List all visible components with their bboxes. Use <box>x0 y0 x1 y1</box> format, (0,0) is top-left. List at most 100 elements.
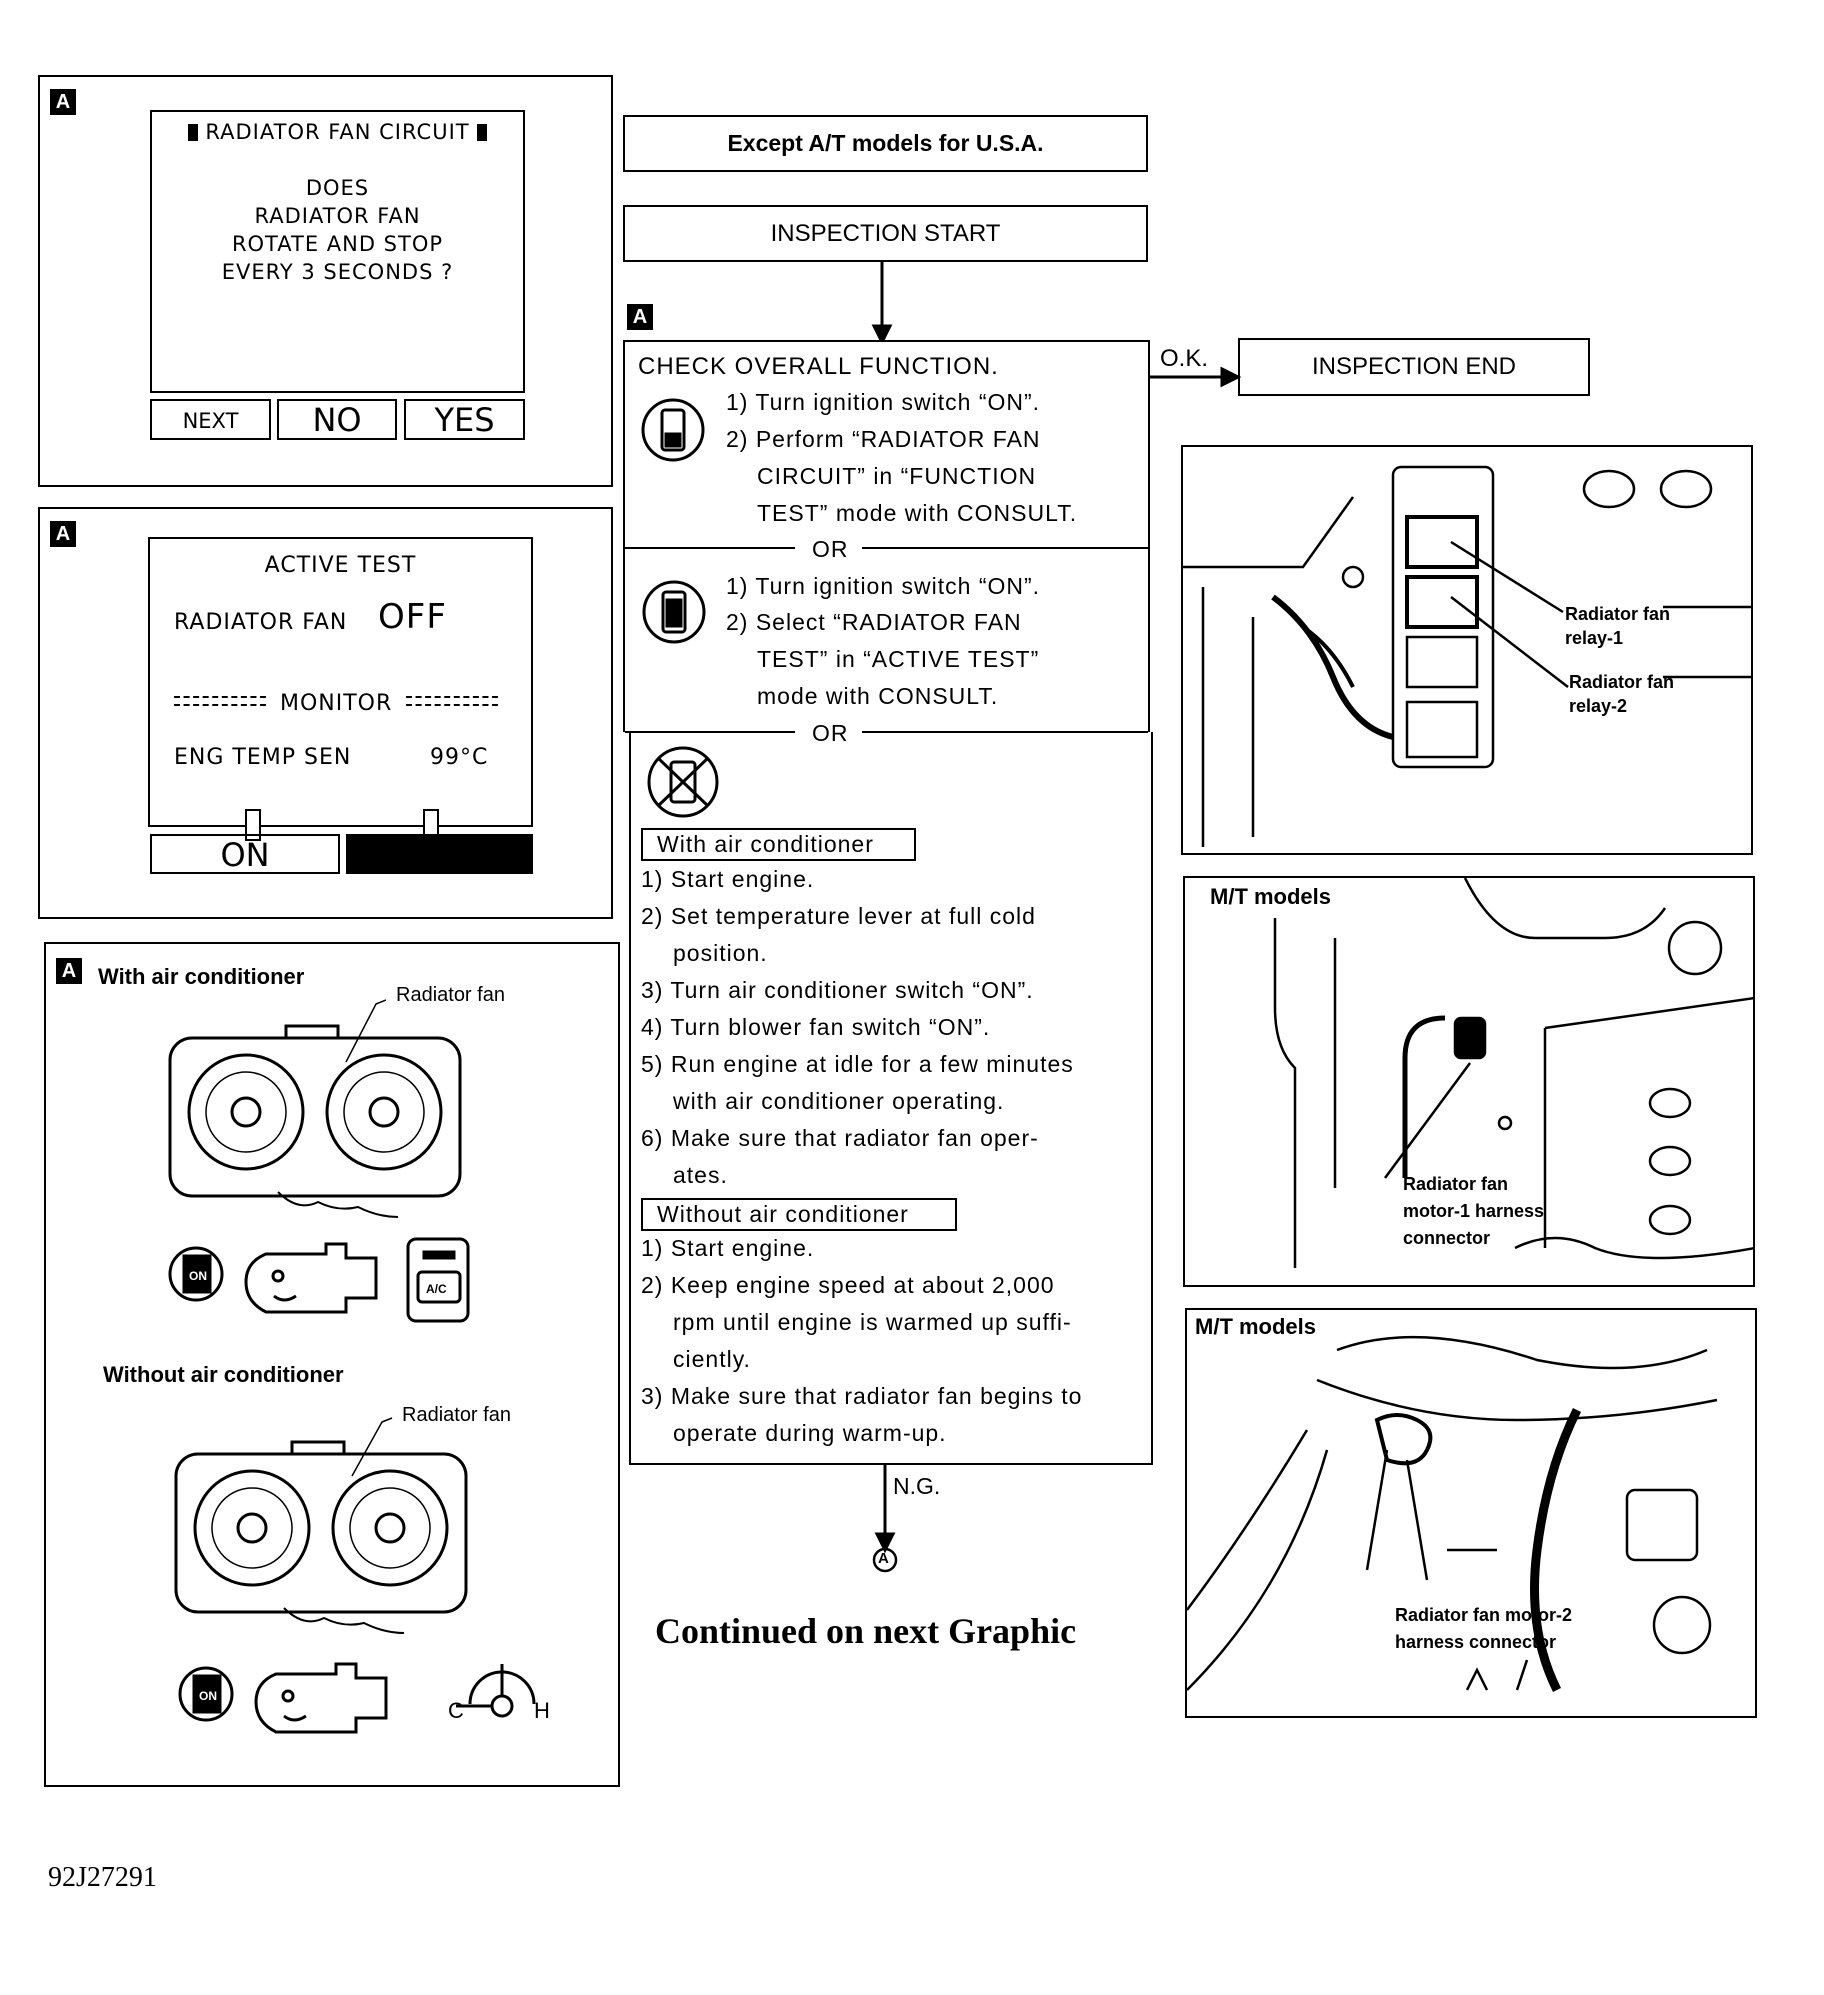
panel-a-badge: A <box>50 89 76 115</box>
without-ac-step: rpm until engine is warmed up suffi- <box>673 1309 1072 1335</box>
motor1-label-line: Radiator fan <box>1403 1174 1509 1194</box>
without-ac-heading: Without air conditioner <box>641 1198 957 1231</box>
section2-line: 1) Turn ignition switch “ON”. <box>726 573 1041 599</box>
relay2-label-line: Radiator fan <box>1569 672 1675 692</box>
section1-line: CIRCUIT” in “FUNCTION <box>757 463 1037 489</box>
with-ac-step: 1) Start engine. <box>641 866 815 892</box>
motor2-label-line: harness connector <box>1395 1632 1557 1652</box>
check-box-frame <box>623 340 1150 732</box>
radiator-fan-icon <box>174 1417 468 1634</box>
yes-button[interactable]: YES <box>404 399 525 440</box>
next-button[interactable]: NEXT <box>150 399 271 440</box>
ng-label: N.G. <box>893 1473 941 1499</box>
with-ac-step: 3) Turn air conditioner switch “ON”. <box>641 977 1034 1003</box>
screen-title: RADIATOR FAN CIRCUIT <box>152 120 523 144</box>
radiator-fan-label: Radiator fan <box>396 984 505 1006</box>
gauge-c-label: C <box>448 1698 464 1723</box>
section1-line: 2) Perform “RADIATOR FAN <box>726 426 1041 452</box>
monitor-label: MONITOR <box>280 691 393 716</box>
off-button[interactable] <box>346 834 533 874</box>
check-box-frame-lower <box>629 732 1153 1465</box>
check-title: CHECK OVERALL FUNCTION. <box>638 353 999 380</box>
eng-temp-value: 99°C <box>430 745 489 770</box>
switch-marker-icon <box>245 809 261 841</box>
with-ac-step: 2) Set temperature lever at full cold <box>641 903 1036 929</box>
flow-a-badge: A <box>627 304 653 330</box>
without-ac-title: Without air conditioner <box>103 1362 344 1387</box>
question-line: DOES <box>305 176 370 200</box>
section2-line: mode with CONSULT. <box>757 683 999 709</box>
with-ac-heading: With air conditioner <box>641 828 916 861</box>
consult-screen: RADIATOR FAN CIRCUIT DOES RADIATOR FAN R… <box>150 110 525 393</box>
or-divider: OR <box>812 536 849 562</box>
fan-illustrations: ON A/C ON <box>168 999 550 1734</box>
motor2-connector-illustration: M/T models Radiator fan motor-2 harness … <box>1185 1308 1757 1718</box>
continued-note: Continued on next Graphic <box>655 1611 1077 1651</box>
connector-a-label: A <box>878 1550 889 1567</box>
section1-line: TEST” mode with CONSULT. <box>757 500 1078 526</box>
motor2-label-line: Radiator fan motor-2 <box>1395 1605 1573 1625</box>
eng-temp-label: ENG TEMP SEN <box>174 745 352 770</box>
inspection-start-box: INSPECTION START <box>623 205 1148 262</box>
mt-models-title: M/T models <box>1210 884 1332 909</box>
on-button[interactable]: ON <box>150 834 340 874</box>
ok-label: O.K. <box>1160 345 1209 372</box>
relay1-label-line: relay-1 <box>1565 628 1624 648</box>
consult-screen-panel-1: A RADIATOR FAN CIRCUIT DOES RADIATOR FAN… <box>38 75 613 487</box>
inspection-end-box: INSPECTION END <box>1238 338 1590 396</box>
or-divider: OR <box>812 720 849 746</box>
no-button[interactable]: NO <box>277 399 397 440</box>
with-ac-step: 5) Run engine at idle for a few minutes <box>641 1051 1074 1077</box>
without-ac-step: ciently. <box>673 1346 751 1372</box>
engine-icon <box>244 1242 378 1314</box>
model-scope-header: Except A/T models for U.S.A. <box>623 115 1148 172</box>
question-line: RADIATOR FAN <box>254 204 421 228</box>
panel-a-badge: A <box>56 958 82 984</box>
without-ac-step: 1) Start engine. <box>641 1235 815 1261</box>
without-ac-step: 3) Make sure that radiator fan begins to <box>641 1383 1083 1409</box>
panel-a-badge: A <box>50 521 76 547</box>
key-on-text: ON <box>199 1689 217 1703</box>
active-test-title: ACTIVE TEST <box>264 553 417 578</box>
ignition-key-icon <box>168 1246 224 1302</box>
relay1-label-line: Radiator fan <box>1565 604 1671 624</box>
radiator-fan-label: Radiator fan <box>402 1404 511 1426</box>
active-test-screen: ACTIVE TEST RADIATOR FAN OFF MONITOR ENG… <box>148 537 533 827</box>
key-on-text: ON <box>189 1269 207 1283</box>
with-ac-step: ates. <box>673 1162 728 1188</box>
motor1-drawing <box>1273 878 1753 1268</box>
ignition-key-icon <box>178 1666 234 1722</box>
relay1-label: Radiator fan relay-1 <box>1565 602 1670 650</box>
mt-models-title: M/T models <box>1195 1314 1317 1339</box>
question-line: ROTATE AND STOP <box>231 232 444 256</box>
radiator-fan-icon <box>168 999 462 1218</box>
motor2-connector-label: Radiator fan motor-2 harness connector <box>1395 1602 1572 1656</box>
section2-line: TEST” in “ACTIVE TEST” <box>757 646 1040 672</box>
radiator-fan-label: RADIATOR FAN <box>174 610 348 635</box>
monitor-row: MONITOR <box>174 691 514 716</box>
illustration-panel-3: A With air conditioner Radiator fan With… <box>44 942 620 1787</box>
arrowhead <box>1220 366 1242 388</box>
relay-illustration: Radiator fan relay-1 Radiator fan relay-… <box>1181 445 1753 855</box>
with-ac-step: 4) Turn blower fan switch “ON”. <box>641 1014 991 1040</box>
section2-line: 2) Select “RADIATOR FAN <box>726 609 1022 635</box>
section1-line: 1) Turn ignition switch “ON”. <box>726 389 1041 415</box>
with-ac-step: 6) Make sure that radiator fan oper- <box>641 1125 1039 1151</box>
relay-drawing <box>1183 465 1751 847</box>
without-ac-step: operate during warm-up. <box>673 1420 947 1446</box>
with-ac-title: With air conditioner <box>98 964 305 989</box>
motor1-connector-label: Radiator fan motor-1 harness connector <box>1403 1171 1544 1252</box>
gauge-h-label: H <box>534 1698 550 1723</box>
relay2-label-line: relay-2 <box>1569 696 1628 716</box>
question-line: EVERY 3 SECONDS ? <box>221 260 454 284</box>
ac-button-label: A/C <box>426 1282 447 1296</box>
temperature-gauge-icon <box>456 1664 536 1718</box>
arrowhead <box>874 1532 896 1554</box>
motor1-connector-illustration: M/T models Radiator fan motor-1 harness … <box>1183 876 1755 1287</box>
figure-id: 92J27291 <box>48 1862 157 1893</box>
with-ac-step: with air conditioner operating. <box>673 1088 1005 1114</box>
relay2-label: Radiator fan relay-2 <box>1569 670 1674 718</box>
ac-button-icon <box>406 1237 470 1323</box>
consult-screen-panel-2: A ACTIVE TEST RADIATOR FAN OFF MONITOR E… <box>38 507 613 919</box>
without-ac-step: 2) Keep engine speed at about 2,000 <box>641 1272 1055 1298</box>
